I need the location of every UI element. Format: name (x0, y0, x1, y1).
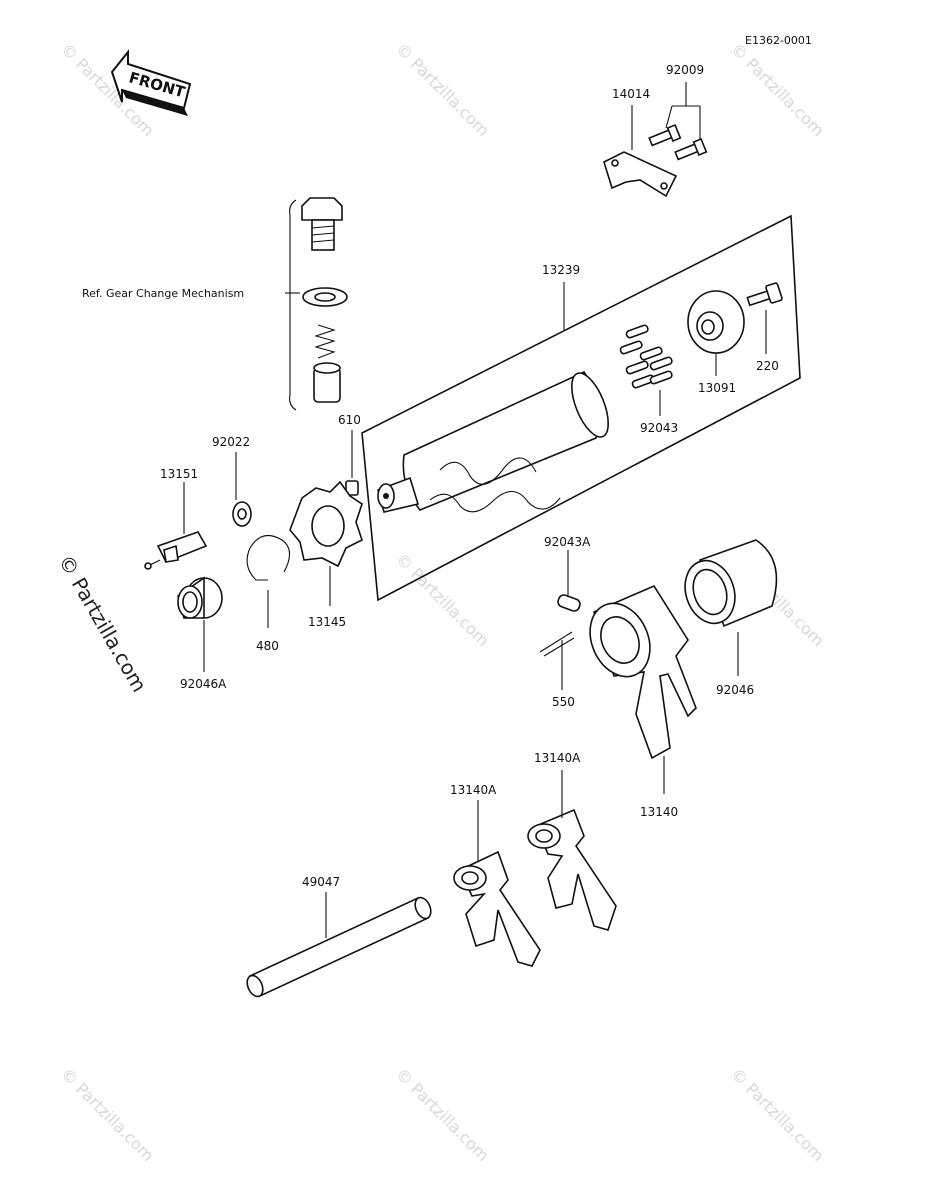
drum-assembly-frame (361, 214, 801, 602)
watermark-br: © Partzilla.com (727, 1064, 828, 1165)
label-13151: 13151 (160, 467, 198, 481)
watermark-bl: © Partzilla.com (57, 1064, 158, 1165)
pins-92043-icon: 92043 (619, 324, 678, 435)
star-plate-13145-icon: 13145 (289, 480, 363, 629)
screw-icon (648, 123, 708, 161)
watermark-mc: © Partzilla.com (392, 549, 493, 650)
label-49047: 49047 (302, 875, 340, 889)
cotter-pin-550-icon: 550 (539, 631, 575, 709)
label-92043: 92043 (640, 421, 678, 435)
label-92009: 92009 (666, 63, 704, 77)
ref-note: Ref. Gear Change Mechanism (82, 287, 244, 300)
label-13140: 13140 (640, 805, 678, 819)
spring-icon (314, 324, 336, 359)
switch-13151-icon: 13151 (144, 467, 208, 570)
label-550: 550 (552, 695, 575, 709)
label-13140A-right: 13140A (534, 751, 581, 765)
label-92046A: 92046A (180, 677, 227, 691)
watermark-side: © Partzilla.com (54, 551, 152, 697)
label-92022: 92022 (212, 435, 250, 449)
shift-drum-icon: 13239 (377, 263, 609, 513)
watermark-tr: © Partzilla.com (727, 39, 828, 140)
fork-13140a-left-icon: 13140A (450, 783, 541, 967)
pin-610-icon: 610 (338, 413, 361, 496)
label-13145: 13145 (308, 615, 346, 629)
ref-gear-change-group: Ref. Gear Change Mechanism (82, 197, 348, 411)
plate-14014-group: 92009 14014 (603, 63, 708, 198)
fork-13140-icon: 13140 (589, 584, 697, 819)
circlip-480-icon: 480 (246, 534, 291, 653)
bearing-92046a-icon: 92046A (177, 576, 227, 691)
fork-13140a-right-icon: 13140A (527, 751, 617, 931)
screw-220-icon: 220 (746, 282, 783, 373)
diagram-code: E1362-0001 (745, 34, 812, 47)
label-13140A-left: 13140A (450, 783, 497, 797)
pin-92043a-icon: 92043A (544, 535, 591, 612)
watermark-bc: © Partzilla.com (392, 1064, 493, 1165)
label-92043A: 92043A (544, 535, 591, 549)
washer-92022-icon: 92022 (212, 435, 252, 527)
label-14014: 14014 (612, 87, 650, 101)
label-13239: 13239 (542, 263, 580, 277)
pin-icon (313, 362, 341, 403)
bearing-92046-icon: 92046 (684, 539, 778, 697)
label-13091: 13091 (698, 381, 736, 395)
label-480: 480 (256, 639, 279, 653)
bolt-icon (301, 197, 343, 251)
label-610: 610 (338, 413, 361, 427)
label-220: 220 (756, 359, 779, 373)
shaft-49047-icon: 49047 (246, 875, 432, 998)
watermark-tc: © Partzilla.com (392, 39, 493, 140)
label-92046: 92046 (716, 683, 754, 697)
drum-plate-13091-icon: 13091 (687, 290, 745, 395)
plate-icon (603, 151, 678, 198)
